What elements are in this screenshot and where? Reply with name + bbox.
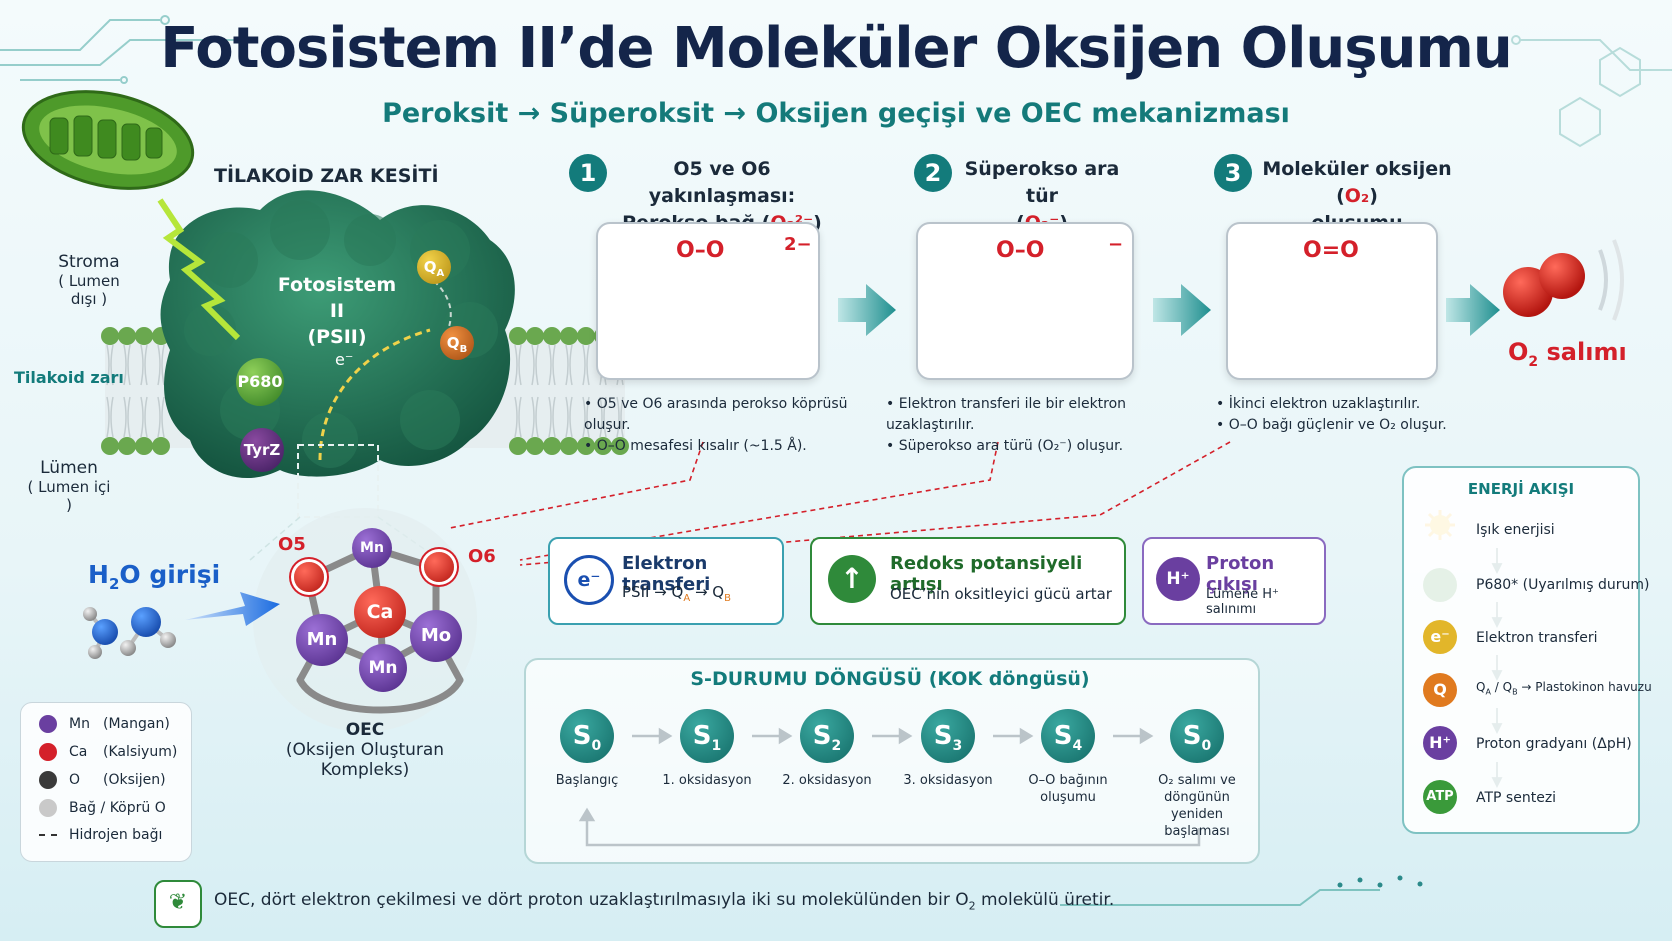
s-state-caption-0: Başlangıç — [555, 773, 619, 788]
s-state-1: S1 — [680, 709, 734, 763]
lumen-label: Lümen ( Lumen içi ) — [27, 458, 111, 514]
oec-atom-mn-top: Mn — [352, 528, 392, 568]
step-2-bullets: • Elektron transferi ile bir elektron uz… — [886, 396, 1127, 454]
energy-p680-text: P680* (Uyarılmış durum) — [1476, 577, 1650, 593]
s-state-caption-3: 3. oksidasyon — [903, 773, 993, 788]
oec-label: OEC (Oksijen Oluşturan Kompleks) — [285, 720, 445, 780]
atp-icon: ATP — [1423, 780, 1457, 814]
s-state-subscript: 1 — [711, 738, 722, 755]
s-state-caption-2: 2. oksidasyon — [782, 773, 872, 788]
proton-icon: H⁺ — [1156, 557, 1200, 601]
step-3-number: 3 — [1214, 154, 1252, 192]
dots-decoration — [1337, 875, 1423, 888]
step-2-charge: − — [1108, 234, 1124, 255]
membrane-label: Tilakoid zarı — [14, 368, 124, 387]
step-1-bullets: • O5 ve O6 arasında perokso köprüsü oluş… — [584, 396, 848, 454]
s-state-5: S0 — [1170, 709, 1224, 763]
page-subtitle: Peroksit → Süperoksit → Oksijen geçişi v… — [382, 98, 1290, 129]
o5-atom — [294, 562, 324, 592]
step-3-bullets: • İkinci elektron uzaklaştırılır. • O–O … — [1216, 396, 1447, 433]
qa-node: QA — [417, 250, 451, 284]
energy-flow-panel: ENERJİ AKIŞI — [1402, 466, 1640, 834]
step-1-formula: O–O — [676, 238, 725, 263]
legend-swatch-1 — [39, 743, 57, 761]
s-state-subscript: 0 — [591, 738, 602, 755]
oec-callout — [249, 444, 477, 732]
energy-quinone-text: QA / QB → Plastokinon havuzu — [1476, 680, 1652, 697]
qb-node: QB — [440, 326, 474, 360]
legend: Mn(Mangan) Ca(Kalsiyum) O(Oksijen) Bağ / Kö… — [20, 702, 192, 862]
connector-lines — [449, 441, 1231, 566]
o2-release-label: O2 salımı — [1508, 338, 1627, 370]
o5-label: O5 — [278, 534, 306, 555]
s-state-subscript: 2 — [831, 738, 842, 755]
water-molecules — [83, 592, 280, 659]
o6-label: O6 — [468, 546, 496, 567]
step-1-number: 1 — [569, 154, 607, 192]
redox-potential-card: ↑ Redoks potansiyeli artışı OEC’nin oksi… — [810, 537, 1126, 625]
quinone-icon: Q — [1423, 673, 1457, 707]
p680-node: P680 — [236, 358, 284, 406]
s-state-subscript: 4 — [1072, 738, 1083, 755]
tyrz-node: TyrZ — [240, 428, 284, 472]
circuit-decoration-right — [1511, 35, 1672, 148]
legend-item-4: Hidrojen bağı — [39, 827, 162, 843]
oec-atom-ca: Ca — [354, 586, 406, 638]
chloroplast-illustration — [21, 90, 195, 190]
s-state-caption-5: O₂ salımı ve döngünün yeniden başlaması — [1158, 773, 1236, 839]
oec-atom-mn-left: Mn — [296, 614, 348, 666]
oec-atom-mo: Mo — [410, 610, 462, 662]
legend-swatch-2 — [39, 771, 57, 789]
stroma-label: Stroma ( Lumen dışı ) — [58, 252, 120, 308]
step-3-formula: O=O — [1303, 238, 1359, 263]
legend-swatch-0 — [39, 715, 57, 733]
circuit-decoration-bottom — [1060, 889, 1380, 906]
step-2-number: 2 — [914, 154, 952, 192]
s-state-0: S0 — [560, 709, 614, 763]
s-state-2: S2 — [800, 709, 854, 763]
section-label: TİLAKOİD ZAR KESİTİ — [214, 165, 439, 187]
step-3-panel: O=O — [1226, 222, 1438, 380]
s-state-3: S3 — [921, 709, 975, 763]
energy-atp-text: ATP sentezi — [1476, 790, 1557, 806]
step-arrows — [838, 284, 1500, 336]
water-input-label: H2O girişi — [88, 560, 221, 593]
legend-swatch-4 — [39, 834, 57, 836]
energy-light-text: Işık enerjisi — [1476, 522, 1555, 538]
circuit-decoration-left — [0, 15, 250, 84]
o2-release-molecule — [1503, 239, 1624, 321]
electron-icon: e⁻ — [564, 555, 614, 605]
electron-energy-icon: e⁻ — [1423, 620, 1457, 654]
leaf-icon: ❦ — [154, 880, 202, 928]
proton-gradient-icon: H⁺ — [1423, 726, 1457, 760]
legend-item-3: Bağ / Köprü O — [39, 799, 166, 817]
s-state-subscript: 3 — [952, 738, 963, 755]
energy-electron-text: Elektron transferi — [1476, 630, 1598, 646]
energy-proton-text: Proton gradyanı (ΔpH) — [1476, 736, 1632, 752]
s-state-caption-4: O–O bağının oluşumu — [1028, 773, 1108, 805]
s-cycle-panel — [524, 658, 1260, 864]
footer-note: OEC, dört elektron çekilmesi ve dört pro… — [214, 890, 1115, 913]
step-1-panel: O–O 2− — [596, 222, 820, 380]
step-1-charge: 2− — [784, 234, 812, 255]
energy-flow-title: ENERJİ AKIŞI — [1467, 480, 1575, 498]
legend-swatch-3 — [39, 799, 57, 817]
psii-label: Fotosistem II (PSII) — [277, 274, 397, 348]
s-state-caption-1: 1. oksidasyon — [662, 773, 752, 788]
electron-label: e⁻ — [335, 350, 354, 369]
step-2-panel: O–O − — [916, 222, 1134, 380]
legend-item-2: O(Oksijen) — [39, 771, 166, 789]
s-cycle-title: S-DURUMU DÖNGÜSÜ (KOK döngüsü) — [690, 668, 1090, 690]
legend-item-0: Mn(Mangan) — [39, 715, 170, 733]
o6-atom — [424, 552, 454, 582]
electron-transfer-card: e⁻ Elektron transferi PSII → QA → QB — [548, 537, 784, 625]
legend-item-1: Ca(Kalsiyum) — [39, 743, 177, 761]
oec-atom-mn-bottom: Mn — [359, 644, 407, 692]
s-state-4: S4 — [1041, 709, 1095, 763]
s-state-subscript: 0 — [1201, 738, 1212, 755]
up-arrow-icon: ↑ — [828, 555, 876, 603]
step-2-formula: O–O — [996, 238, 1045, 263]
proton-release-card: H⁺ Proton çıkışı Lümene H⁺ salınımı — [1142, 537, 1326, 625]
page-title: Fotosistem II’de Moleküler Oksijen Oluşu… — [160, 16, 1512, 81]
